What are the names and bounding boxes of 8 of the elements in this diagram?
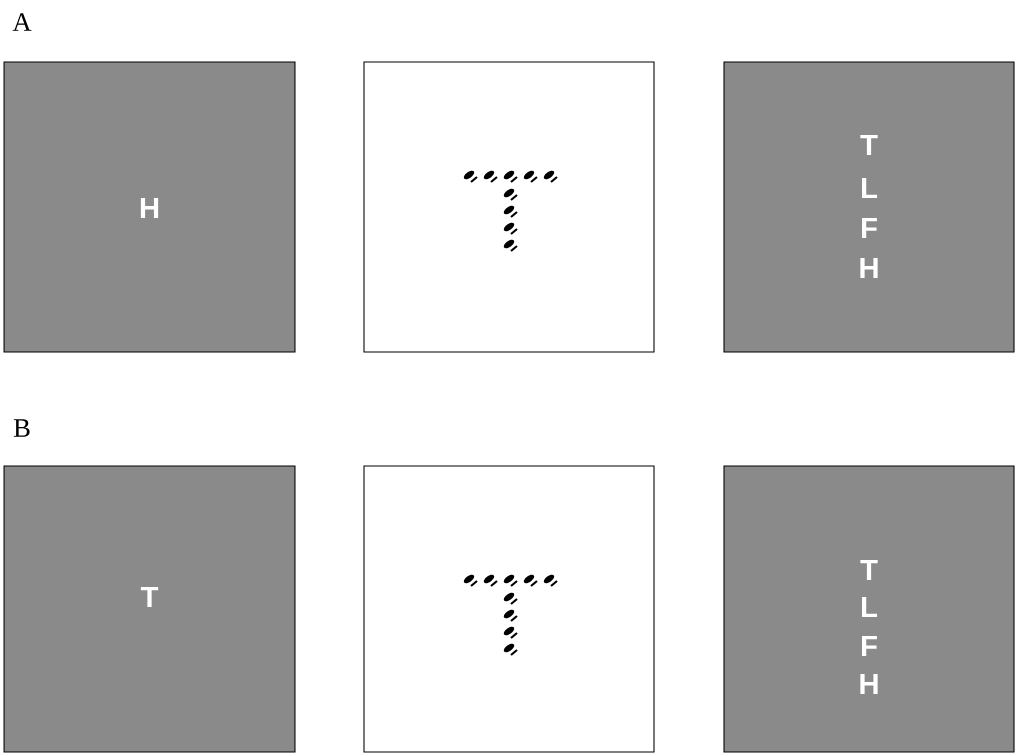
- panel-label: B: [13, 419, 30, 437]
- display-panel: H: [3, 61, 296, 353]
- display-panel: [363, 61, 655, 353]
- display-panel: T L F H: [723, 465, 1015, 753]
- display-panel: [363, 465, 655, 753]
- panel-label: A: [12, 13, 32, 31]
- display-panel: T L F H: [723, 61, 1015, 353]
- display-panel: T: [3, 465, 296, 753]
